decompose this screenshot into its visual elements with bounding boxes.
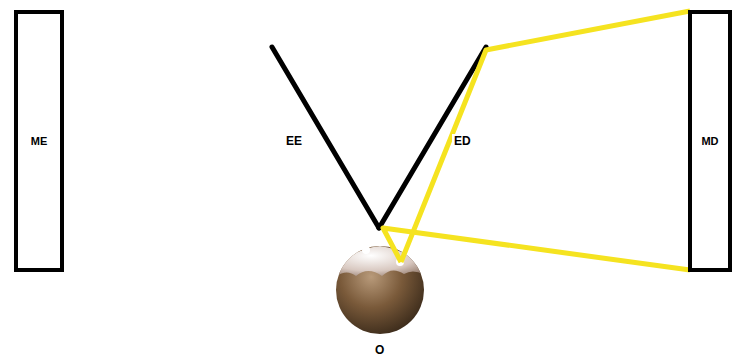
mirror-label: ED bbox=[452, 134, 473, 148]
mirror-v bbox=[272, 47, 486, 228]
eye-ball bbox=[334, 246, 426, 334]
box-label: ME bbox=[31, 135, 48, 147]
mirror-box: MD bbox=[688, 10, 732, 272]
box-label: MD bbox=[701, 135, 718, 147]
mirror-box: ME bbox=[14, 10, 64, 272]
light-rays bbox=[383, 11, 690, 270]
mirror-label: EE bbox=[284, 134, 304, 148]
eye-label: O bbox=[373, 343, 386, 357]
